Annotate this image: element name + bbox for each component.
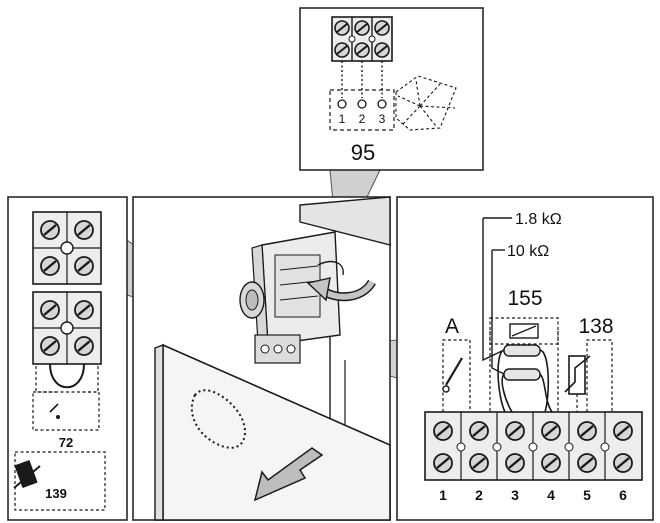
resistor-1-value: 1.8 kΩ [515,211,562,228]
cabinet-top-plate [299,196,391,246]
label-group-a: A [445,315,459,338]
terminal-label-4: 4 [547,487,555,503]
terminal-label-2: 2 [475,487,483,503]
ref-resistor-group: 155 [507,287,542,310]
left-detail-panel: 72 139 [7,196,128,521]
jumper-wire [49,363,85,389]
terminal-label-6: 6 [619,487,627,503]
fan-switch-icon [395,75,457,131]
resistor-2-value: 10 kΩ [507,243,549,260]
ref-thermistor: 138 [578,315,613,338]
top-terminal-label-2: 2 [359,112,366,126]
switch-icon [49,403,60,419]
right-detail-panel: 1 2 3 4 5 6 A 155 1 [396,196,654,521]
top-ref-number: 95 [351,140,375,165]
switch-a-icon [442,357,463,393]
top-terminal-label-1: 1 [339,112,346,126]
appliance-view-panel [132,196,391,521]
terminal-label-3: 3 [511,487,519,503]
terminal-label-1: 1 [439,487,447,503]
left-ref-sensor: 139 [45,486,67,501]
terminal-strip [424,411,643,481]
top-terminal-label-3: 3 [379,112,386,126]
left-ref-switch: 72 [59,435,73,450]
terminal-label-5: 5 [583,487,591,503]
top-detail-panel: 1 2 3 95 [299,7,484,171]
door-handle-recess [190,389,246,449]
thermistor-icon [564,355,591,412]
control-module [239,231,344,364]
sensor-icon [13,459,41,489]
remove-direction-arrow-icon [253,447,324,502]
